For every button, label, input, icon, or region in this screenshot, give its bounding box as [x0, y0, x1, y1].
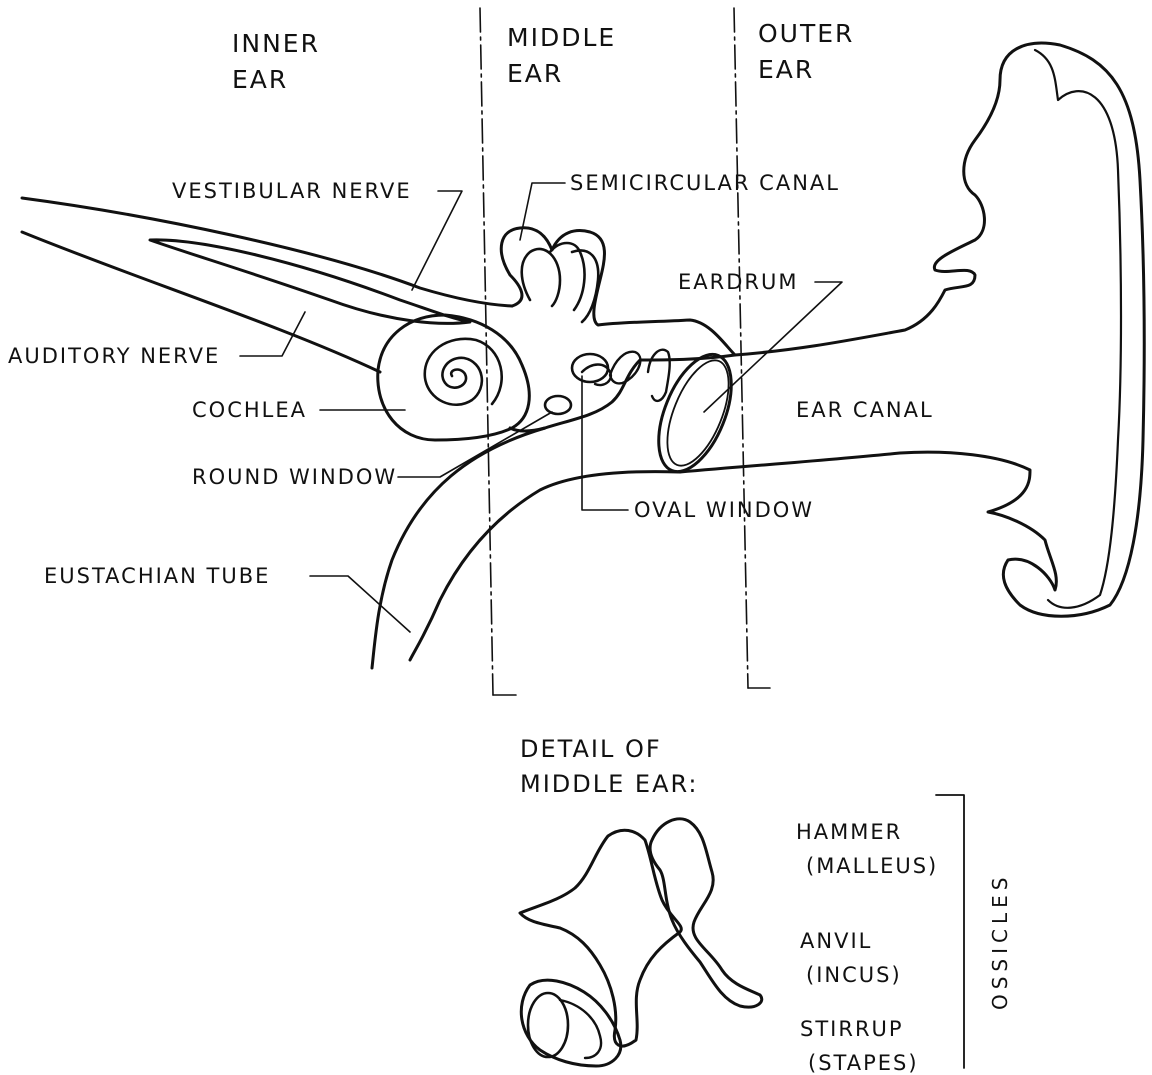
- eardrum-label: EARDRUM: [678, 272, 798, 293]
- hammer-label: HAMMER (MALLEUS): [796, 816, 938, 883]
- inner-ear-header-line2: EAR: [232, 62, 320, 98]
- outer-ear-header: OUTER EAR: [758, 16, 854, 89]
- inner-ear-header-line1: INNER: [232, 26, 320, 62]
- outer-ear-auricle: [680, 43, 1144, 616]
- stapes-footplate: [528, 993, 568, 1057]
- ossicles-group-label: OSSICLES: [990, 873, 1010, 1010]
- vestibular-nerve-label: VESTIBULAR NERVE: [172, 181, 412, 202]
- vestibular-nerve-upper: [22, 198, 512, 306]
- vestibule-outline: [501, 228, 735, 431]
- malleus-small: [648, 350, 670, 401]
- round-window-label: ROUND WINDOW: [192, 467, 397, 488]
- ossicles-small: [582, 350, 670, 401]
- stirrup-label: STIRRUP (STAPES): [800, 1013, 919, 1075]
- leader-semicircular-canal: [520, 183, 565, 240]
- cochlea-label: COCHLEA: [192, 400, 307, 421]
- leader-eardrum: [704, 282, 842, 412]
- outer-ear-header-line1: OUTER: [758, 16, 854, 52]
- inner-middle-divider: [480, 8, 493, 695]
- semicircular-canal-label: SEMICIRCULAR CANAL: [570, 173, 840, 194]
- stirrup-name: STIRRUP: [800, 1013, 919, 1047]
- vestibule-group: [501, 228, 735, 431]
- detail-title: DETAIL OF MIDDLE EAR:: [520, 732, 699, 802]
- middle-ear-header-line2: EAR: [507, 56, 616, 92]
- eustachian-tube-label: EUSTACHIAN TUBE: [44, 566, 270, 587]
- inner-ear-header: INNER EAR: [232, 26, 320, 99]
- stirrup-latin: (STAPES): [800, 1047, 919, 1075]
- hammer-name: HAMMER: [796, 816, 938, 850]
- oval-window-label: OVAL WINDOW: [634, 500, 814, 521]
- canal-and-tube: [372, 428, 680, 668]
- leader-oval-window: [582, 376, 628, 510]
- anvil-incus-detail: [520, 830, 681, 1046]
- detail-title-line1: DETAIL OF: [520, 732, 699, 767]
- middle-ear-header: MIDDLE EAR: [507, 20, 616, 93]
- leader-lines: [240, 183, 842, 632]
- auditory-nerve-label: AUDITORY NERVE: [8, 346, 220, 367]
- cochlea-spiral: [425, 339, 502, 405]
- incus-small: [610, 352, 640, 384]
- auricle-inner-rim: [1035, 50, 1121, 608]
- semicircular-loop-1: [522, 249, 560, 306]
- ear-canal-label: EAR CANAL: [796, 400, 934, 421]
- stirrup-stapes-detail: [521, 980, 620, 1066]
- middle-outer-divider: [734, 8, 748, 688]
- leader-round-window: [398, 412, 552, 477]
- hammer-latin: (MALLEUS): [796, 850, 938, 884]
- outer-ear-header-line2: EAR: [758, 52, 854, 88]
- region-dividers: [480, 8, 748, 695]
- eardrum: [644, 344, 746, 481]
- detail-title-line2: MIDDLE EAR:: [520, 767, 699, 802]
- oval-window-shape: [572, 354, 608, 382]
- leader-vestibular-nerve: [412, 191, 462, 290]
- cochlea: [378, 315, 530, 440]
- cochlea-shell: [378, 315, 530, 440]
- middle-ear-header-line1: MIDDLE: [507, 20, 616, 56]
- round-window-shape: [545, 396, 571, 414]
- eustachian-tube-outer: [372, 428, 545, 668]
- anvil-latin: (INCUS): [800, 959, 902, 993]
- ossicles-bracket: [936, 795, 964, 1068]
- hammer-malleus-detail: [650, 819, 762, 1007]
- anvil-label: ANVIL (INCUS): [800, 925, 902, 992]
- leader-eustachian-tube: [310, 576, 410, 632]
- eardrum-outer: [644, 344, 746, 481]
- anvil-name: ANVIL: [800, 925, 902, 959]
- auricle-outline: [680, 43, 1144, 616]
